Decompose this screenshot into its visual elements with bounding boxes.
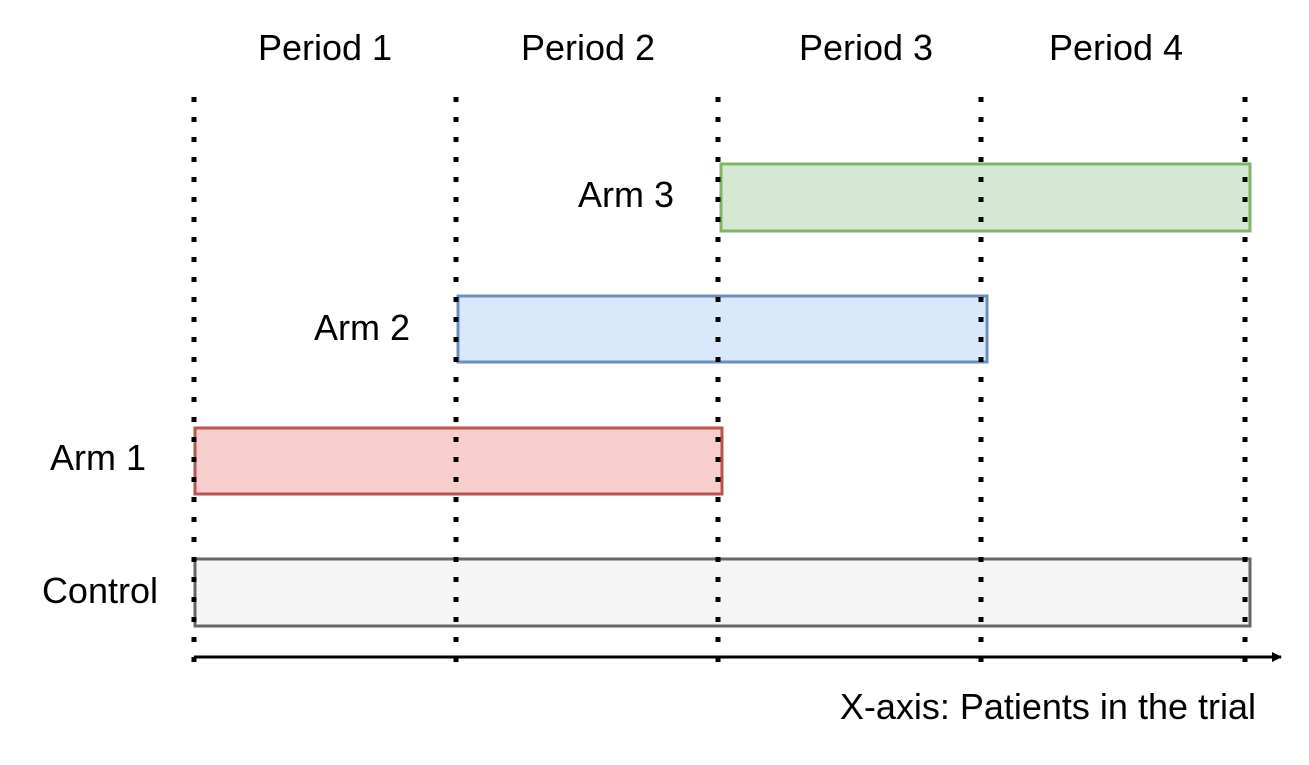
period-label-2: Period 2 [521,27,655,68]
control-label: Control [42,570,158,611]
arm-bars [193,162,1252,628]
period-dividers [191,97,1248,662]
period-label-4: Period 4 [1049,27,1183,68]
x-axis-label: X-axis: Patients in the trial [840,686,1256,727]
arm-1-label: Arm 1 [50,437,146,478]
arm-3-label: Arm 3 [578,174,674,215]
arm-2-label: Arm 2 [314,307,410,348]
arm-labels: Arm 3 Arm 2 Arm 1 Control [42,174,674,611]
arm-2-bar [456,294,989,364]
period-labels: Period 1 Period 2 Period 3 Period 4 [258,27,1183,68]
period-label-1: Period 1 [258,27,392,68]
period-label-3: Period 3 [799,27,933,68]
arm-3-bar [719,162,1252,233]
control-bar [193,557,1252,628]
